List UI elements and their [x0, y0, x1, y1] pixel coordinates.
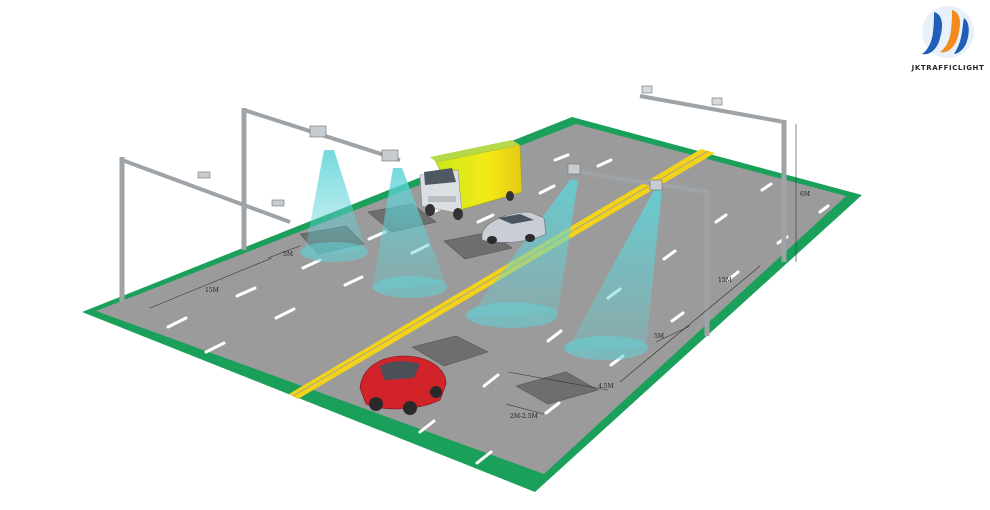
beam-1: [304, 150, 366, 256]
beam-4: [566, 190, 662, 352]
dimension-annotations: [149, 124, 797, 415]
truck: [419, 140, 523, 220]
beam-zone-2: [373, 276, 447, 298]
beam-zone-1: [300, 242, 368, 262]
dim-zone-length: 2M-2.5M: [510, 413, 538, 420]
beam-2: [372, 168, 446, 290]
dim-left-span: 15M: [205, 287, 219, 294]
gantry-right-1: [565, 163, 710, 336]
silver-car: [481, 211, 547, 244]
beam-zone-3: [466, 302, 558, 328]
dim-right-offset: 5M: [654, 333, 664, 340]
detection-beams: [300, 150, 662, 360]
center-line-gap: [292, 150, 709, 397]
dim-pole-height: 6M: [800, 191, 810, 198]
red-car: [359, 355, 447, 415]
beam-3: [468, 180, 578, 318]
gantry-left-1: [119, 157, 291, 302]
brand-logo: JKTRAFFICLIGHT: [908, 4, 988, 80]
gantry-right-2: [639, 85, 787, 262]
dim-left-offset: 5M: [283, 251, 293, 258]
brand-name: JKTRAFFICLIGHT: [911, 64, 985, 72]
dim-zone-width: 4.5M: [598, 383, 614, 390]
brand-mark-icon: [922, 6, 974, 58]
gantry-left-2: [241, 108, 401, 250]
dim-right-span: 15M: [718, 277, 732, 284]
beam-zone-4: [564, 336, 648, 360]
